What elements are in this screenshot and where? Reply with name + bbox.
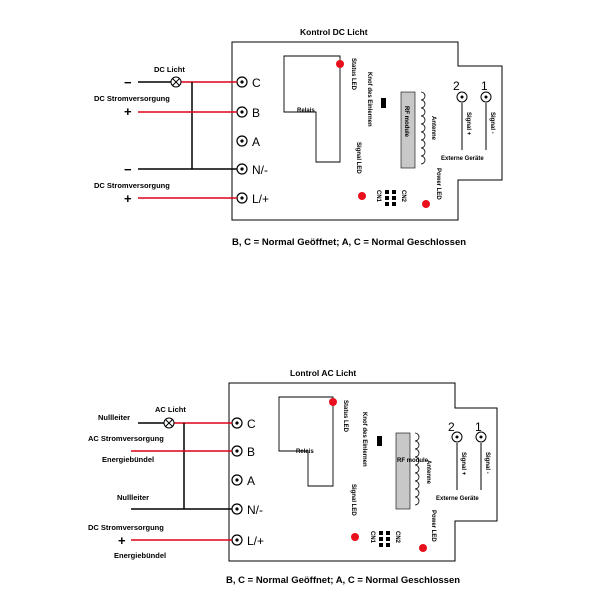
plus-sign: + xyxy=(124,191,132,206)
status-led xyxy=(329,398,337,406)
minus-sign: − xyxy=(124,162,132,177)
rf-module-label: RF module xyxy=(397,458,429,464)
terminal-N[interactable]: N/- xyxy=(231,503,263,517)
terminal-A[interactable]: A xyxy=(236,135,260,149)
learn-button[interactable] xyxy=(381,98,386,108)
wiring xyxy=(138,81,237,199)
terminal-C[interactable]: C xyxy=(236,76,261,90)
power-led-label: Power LED xyxy=(430,510,436,542)
nullleiter-label: Nullleiter xyxy=(98,413,130,422)
nullleiter-label: Nullleiter xyxy=(117,493,149,502)
status-led-label: Status LED xyxy=(342,400,348,433)
svg-text:A: A xyxy=(252,135,260,149)
rf-module xyxy=(395,432,411,510)
antenna-label: Antenne xyxy=(425,460,431,485)
energie-label: Energiebündel xyxy=(114,551,166,560)
wiring xyxy=(131,422,232,541)
relay-box xyxy=(283,55,341,163)
external-devices-label: Externe Geräte xyxy=(436,496,479,502)
terminal-A[interactable]: A xyxy=(231,474,255,488)
plus-sign: + xyxy=(124,104,132,119)
signal-plus-label: Signal + xyxy=(460,452,466,476)
signal-minus-label: Signal - xyxy=(489,112,495,134)
signal-minus-label: Signal - xyxy=(484,452,490,474)
plus-sign: + xyxy=(118,533,126,548)
supply-label: DC Stromversorgung xyxy=(88,523,164,532)
svg-text:N/-: N/- xyxy=(247,503,263,517)
relay-label: Relais xyxy=(297,108,315,114)
caption: B, C = Normal Geöffnet; A, C = Normal Ge… xyxy=(232,237,466,248)
supply-label: DC Stromversorgung xyxy=(94,94,170,103)
learn-button-label: Knof des Einlernen xyxy=(366,72,372,127)
signal-plus-number: 2 xyxy=(448,420,455,434)
external-devices-label: Externe Geräte xyxy=(441,156,484,162)
rf-module-label: RF module xyxy=(403,106,409,138)
signal-led-label: Signal LED xyxy=(355,142,361,174)
signal-led xyxy=(351,533,359,541)
power-led xyxy=(422,200,430,208)
status-led xyxy=(336,60,344,68)
cn2-label: CN2 xyxy=(400,190,406,203)
energie-label: Energiebündel xyxy=(102,455,154,464)
cn-connectors xyxy=(379,531,390,547)
supply-label: DC Stromversorgung xyxy=(94,181,170,190)
cn-connectors xyxy=(385,190,396,206)
svg-text:B: B xyxy=(252,106,260,120)
signal-plus-number: 2 xyxy=(453,79,460,93)
antenna-label: Antenne xyxy=(430,116,436,141)
diagram-title: Kontrol DC Licht xyxy=(300,27,368,37)
svg-text:C: C xyxy=(247,417,256,431)
diagram-ac: Lontrol AC Licht Relais Status LED Knof … xyxy=(88,368,498,586)
relay-label: Relais xyxy=(296,449,314,455)
signal-led-label: Signal LED xyxy=(350,484,356,516)
svg-text:L/+: L/+ xyxy=(252,192,269,206)
svg-text:C: C xyxy=(252,76,261,90)
supply-label: AC Stromversorgung xyxy=(88,434,164,443)
power-led-label: Power LED xyxy=(435,168,441,200)
diagram-dc: Kontrol DC Licht Relais Status LED Knof … xyxy=(94,27,503,248)
svg-text:N/-: N/- xyxy=(252,163,268,177)
signal-plus-label: Signal + xyxy=(465,112,471,136)
svg-text:B: B xyxy=(247,445,255,459)
svg-text:L/+: L/+ xyxy=(247,534,264,548)
cn2-label: CN2 xyxy=(394,531,400,544)
status-led-label: Status LED xyxy=(350,58,356,91)
cn1-label: CN1 xyxy=(375,190,381,203)
caption: B, C = Normal Geöffnet; A, C = Normal Ge… xyxy=(226,575,460,586)
signal-minus-number: 1 xyxy=(481,79,488,93)
rf-module xyxy=(400,91,416,169)
cn1-label: CN1 xyxy=(369,531,375,544)
minus-sign: − xyxy=(124,75,132,90)
relay-box xyxy=(278,396,334,487)
learn-button-label: Knof des Einlernen xyxy=(361,412,367,467)
lamp-icon xyxy=(170,76,182,88)
learn-button[interactable] xyxy=(377,436,382,446)
lamp-label: AC Licht xyxy=(155,405,186,414)
svg-text:A: A xyxy=(247,474,255,488)
power-led xyxy=(419,544,427,552)
signal-led xyxy=(358,192,366,200)
lamp-label: DC Licht xyxy=(154,65,185,74)
diagram-title: Lontrol AC Licht xyxy=(290,368,356,378)
signal-minus-number: 1 xyxy=(475,420,482,434)
lamp-icon xyxy=(163,417,175,429)
